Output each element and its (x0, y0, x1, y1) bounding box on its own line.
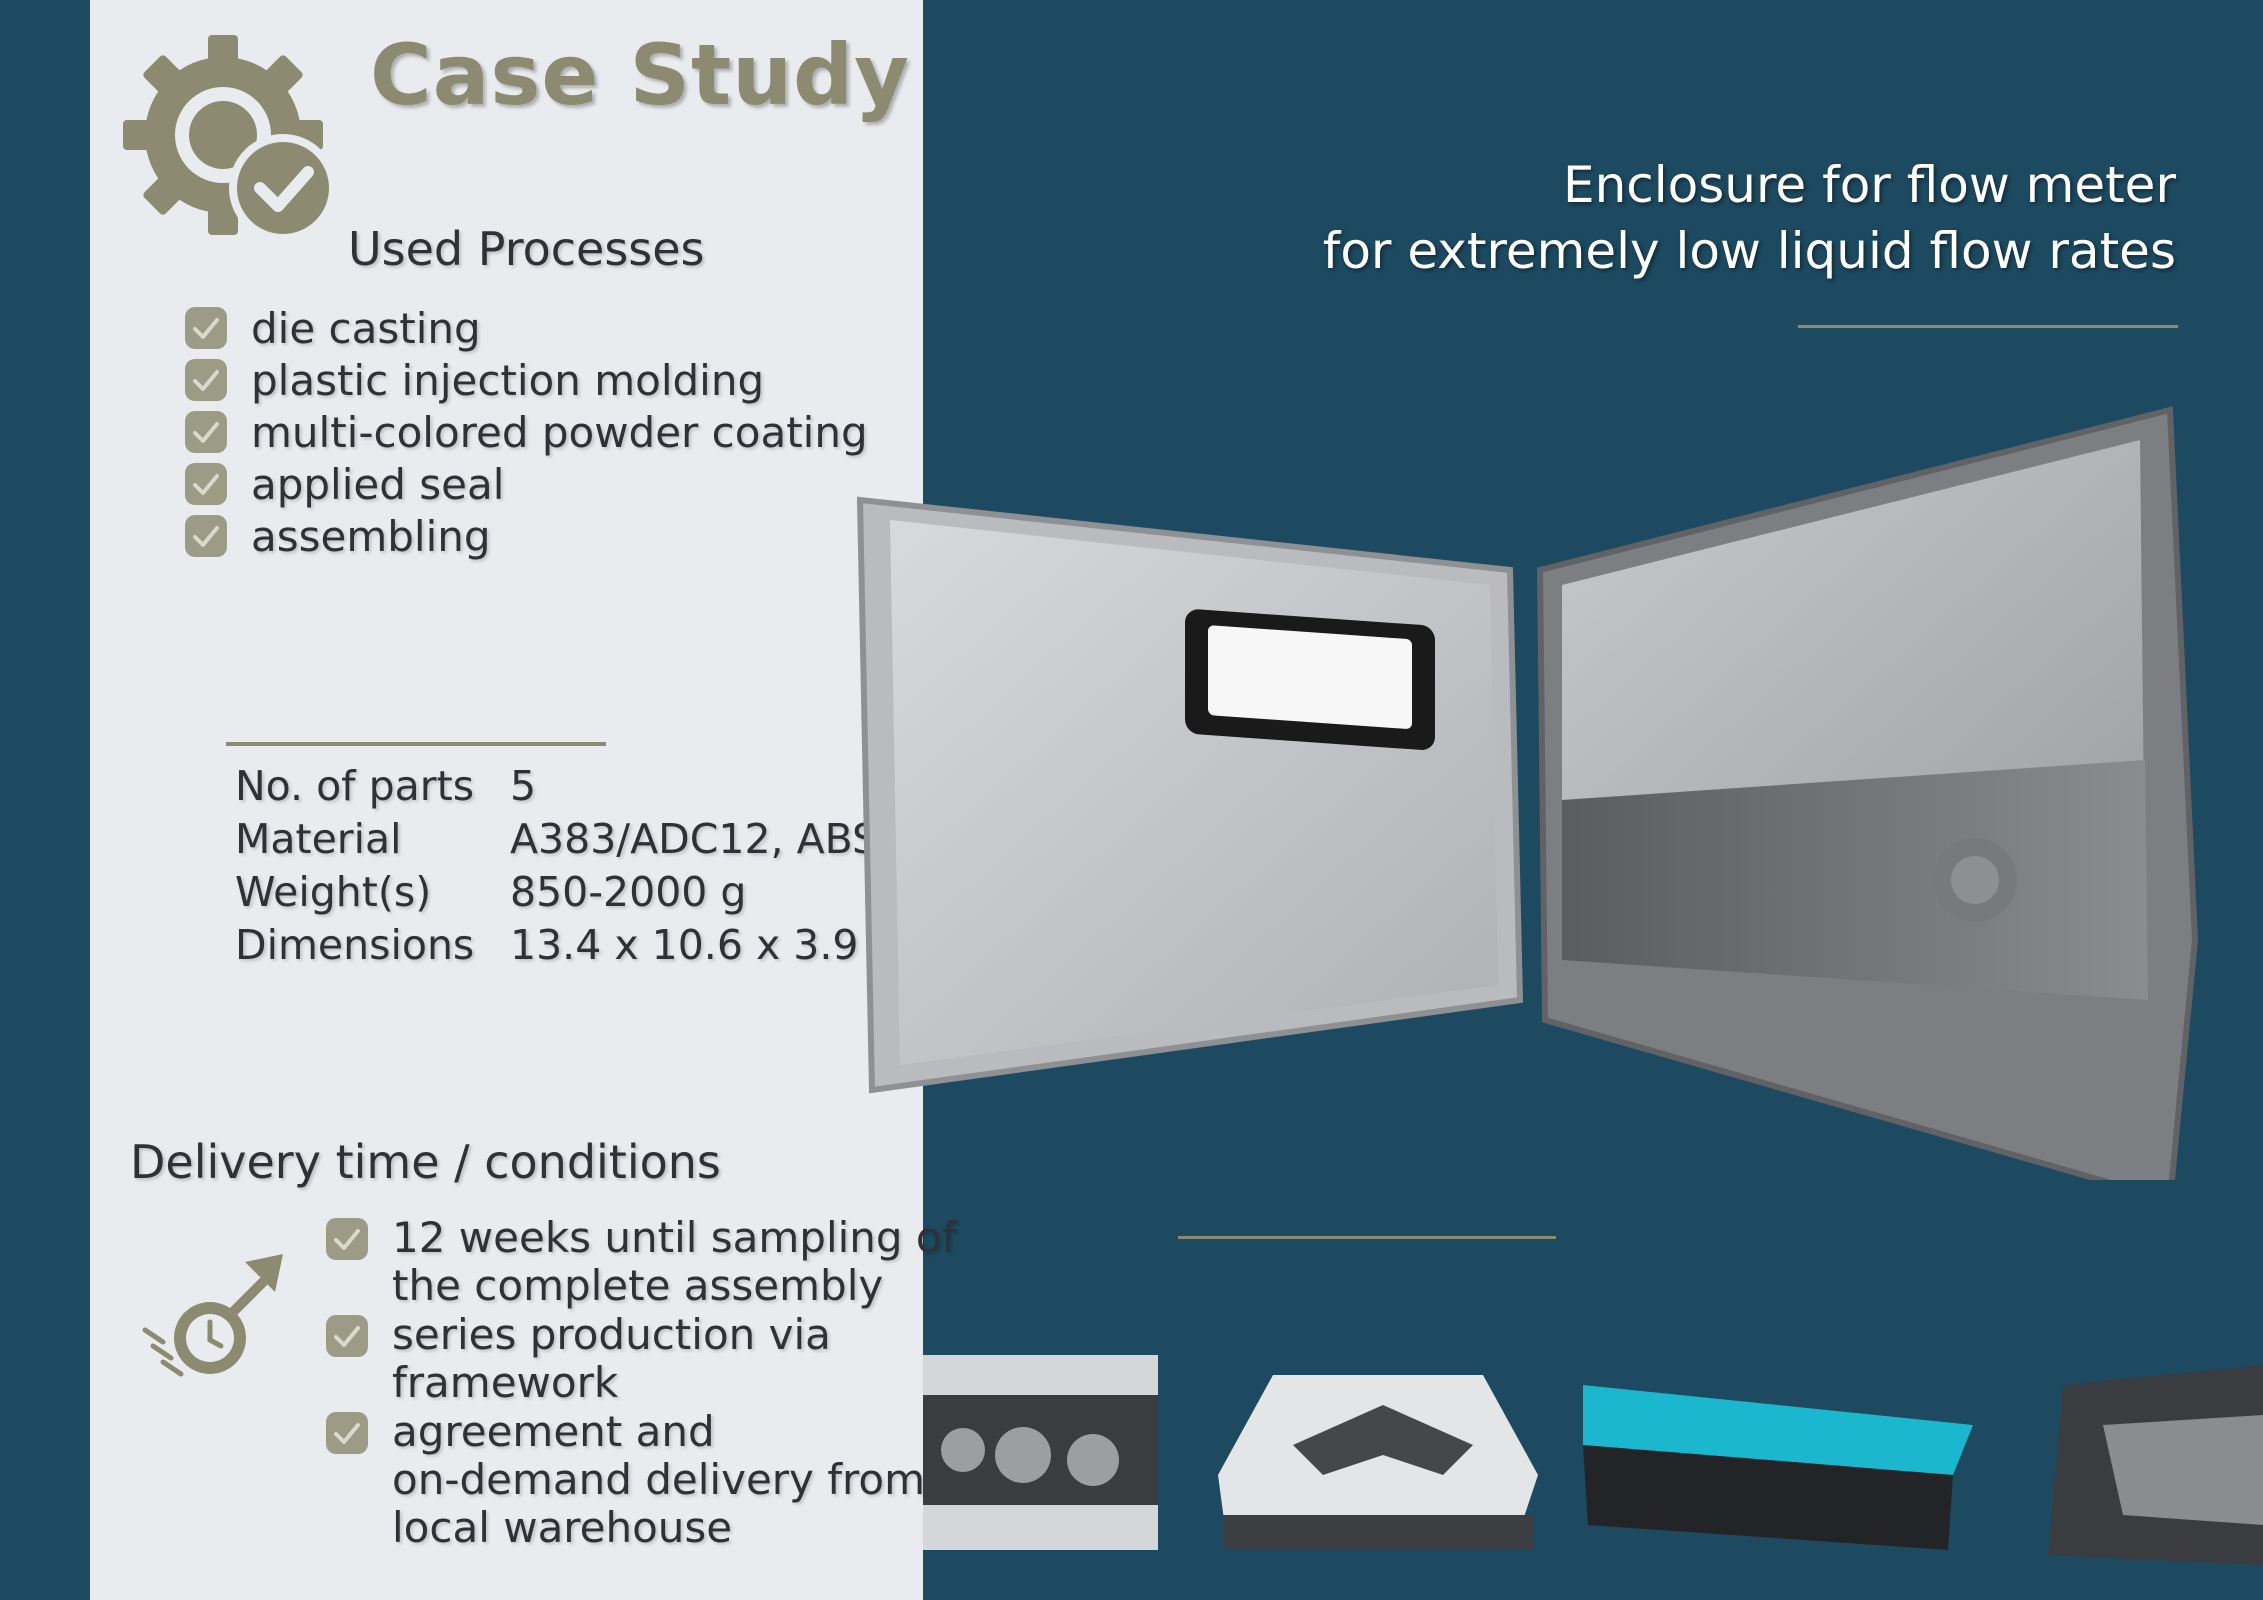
spec-label: Material (235, 815, 402, 863)
thumbnail-bottom-view (1218, 1375, 1538, 1550)
delivery-line: framework (392, 1358, 619, 1407)
delivery-item: 12 weeks until sampling of the complete … (326, 1214, 956, 1311)
enclosure-image (856, 406, 2199, 1180)
process-item: multi-colored powder coating (185, 408, 868, 460)
delivery-line: the complete assembly (392, 1261, 884, 1310)
page-title: Case Study (370, 26, 910, 124)
product-thumbnails (923, 1355, 2263, 1565)
process-list: die casting plastic injection molding mu… (185, 304, 868, 564)
check-icon (326, 1315, 368, 1357)
delivery-line: agreement and (392, 1407, 715, 1456)
check-icon (185, 463, 227, 505)
thumbnail-side-ports (923, 1355, 1158, 1550)
spec-value: 850-2000 g (510, 868, 747, 916)
check-icon (326, 1412, 368, 1454)
check-icon (185, 307, 227, 349)
thumbnail-corner-detail (2048, 1365, 2263, 1565)
delivery-heading: Delivery time / conditions (130, 1135, 721, 1189)
used-processes-heading: Used Processes (348, 222, 705, 276)
spec-label: Weight(s) (235, 868, 432, 916)
check-icon (185, 515, 227, 557)
gear-check-icon (123, 35, 337, 242)
headline: Enclosure for flow meter for extremely l… (1323, 152, 2176, 284)
spec-value: 13.4 x 10.6 x 3.9 in (510, 921, 909, 969)
delivery-line: series production via (392, 1310, 831, 1359)
delivery-line: local warehouse (392, 1503, 733, 1552)
check-icon (185, 359, 227, 401)
check-icon (185, 411, 227, 453)
process-label: assembling (251, 512, 491, 561)
process-item: assembling (185, 512, 868, 564)
spec-label: Dimensions (235, 921, 475, 969)
specs-divider (226, 742, 606, 746)
process-label: applied seal (251, 460, 505, 509)
spec-value: 5 (510, 762, 537, 810)
check-icon (326, 1218, 368, 1260)
delivery-item: series production via framework (326, 1311, 956, 1408)
clock-arrow-icon (142, 1254, 283, 1377)
delivery-line: 12 weeks until sampling of (392, 1213, 957, 1262)
process-item: plastic injection molding (185, 356, 868, 408)
delivery-line: on-demand delivery from (392, 1455, 925, 1504)
process-label: die casting (251, 304, 481, 353)
thumbnail-blue-lid (1583, 1385, 1973, 1550)
headline-line: Enclosure for flow meter (1562, 156, 2176, 214)
headline-line: for extremely low liquid flow rates (1322, 222, 2176, 280)
process-item: applied seal (185, 460, 868, 512)
delivery-item: agreement and on-demand delivery from lo… (326, 1408, 956, 1558)
spec-label: No. of parts (235, 762, 475, 810)
delivery-list: 12 weeks until sampling of the complete … (326, 1214, 956, 1558)
spec-value: A383/ADC12, ABS (510, 815, 879, 863)
process-label: plastic injection molding (251, 356, 765, 405)
process-item: die casting (185, 304, 868, 356)
process-label: multi-colored powder coating (251, 408, 868, 457)
image-divider (1178, 1236, 1556, 1239)
headline-divider (1798, 325, 2178, 328)
